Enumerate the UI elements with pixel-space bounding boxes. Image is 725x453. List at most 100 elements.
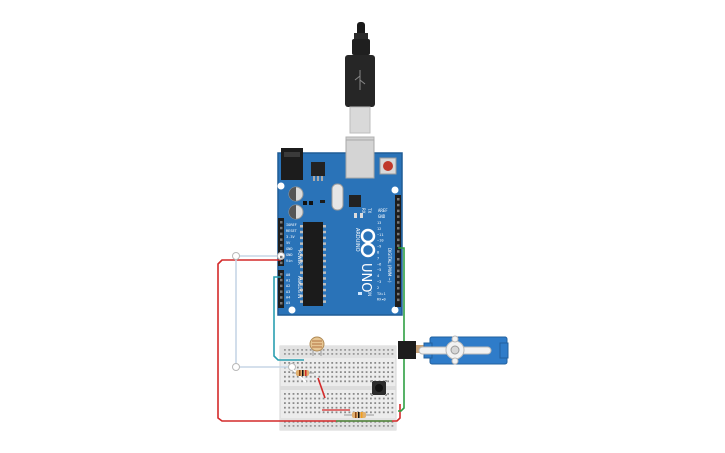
breadboard-hole[interactable] [318,353,321,355]
wire-red-5v[interactable] [217,259,401,422]
breadboard-hole[interactable] [335,402,338,404]
breadboard-hole[interactable] [322,425,325,427]
breadboard-hole[interactable] [284,397,286,400]
breadboard-hole[interactable] [314,406,316,409]
breadboard-hole[interactable] [378,366,381,369]
breadboard-hole[interactable] [382,349,385,351]
breadboard-hole[interactable] [370,353,372,355]
breadboard-hole[interactable] [352,353,355,355]
breadboard-hole[interactable] [344,353,346,355]
breadboard-hole[interactable] [374,375,377,378]
breadboard-hole[interactable] [339,393,342,395]
breadboard-hole[interactable] [348,425,351,427]
breadboard-hole[interactable] [365,397,368,400]
breadboard-hole[interactable] [292,380,295,383]
header-pin[interactable] [397,269,400,273]
breadboard-hole[interactable] [348,397,351,400]
breadboard-hole[interactable] [322,366,325,369]
breadboard-hole[interactable] [374,353,377,355]
breadboard-hole[interactable] [391,362,394,364]
breadboard-hole[interactable] [292,411,295,414]
breadboard-hole[interactable] [365,380,368,383]
breadboard-hole[interactable] [370,366,372,369]
breadboard-hole[interactable] [305,421,308,423]
breadboard-hole[interactable] [284,421,286,423]
breadboard-hole[interactable] [309,380,312,383]
breadboard-hole[interactable] [348,375,351,378]
wire-teal-a0[interactable] [273,276,304,361]
breadboard-hole[interactable] [378,406,381,409]
breadboard-hole[interactable] [374,402,377,404]
breadboard-hole[interactable] [361,375,364,378]
servo-horn[interactable] [418,335,492,365]
breadboard-hole[interactable] [365,411,368,414]
breadboard-hole[interactable] [335,411,338,414]
breadboard-hole[interactable] [284,393,286,395]
header-pin[interactable] [397,238,400,242]
breadboard-hole[interactable] [288,353,291,355]
breadboard-hole[interactable] [387,421,389,423]
breadboard-hole[interactable] [292,349,295,351]
header-pin[interactable] [280,296,283,299]
breadboard-hole[interactable] [374,362,377,364]
breadboard-hole[interactable] [331,406,334,409]
breadboard-hole[interactable] [365,349,368,351]
breadboard-hole[interactable] [352,397,355,400]
breadboard-hole[interactable] [292,402,295,404]
breadboard-hole[interactable] [327,353,329,355]
breadboard-hole[interactable] [352,349,355,351]
breadboard-hole[interactable] [370,375,372,378]
breadboard-hole[interactable] [378,397,381,400]
breadboard-hole[interactable] [339,375,342,378]
breadboard-hole[interactable] [339,397,342,400]
breadboard-hole[interactable] [335,366,338,369]
breadboard-hole[interactable] [339,371,342,373]
breadboard-hole[interactable] [378,411,381,414]
breadboard-hole[interactable] [301,425,303,427]
breadboard-hole[interactable] [370,421,372,423]
breadboard-hole[interactable] [318,371,321,373]
breadboard-hole[interactable] [335,397,338,400]
breadboard-hole[interactable] [288,402,291,404]
header-pin[interactable] [280,284,283,288]
breadboard-hole[interactable] [361,349,364,351]
breadboard-hole[interactable] [370,393,372,395]
breadboard-hole[interactable] [370,362,372,364]
breadboard-hole[interactable] [318,397,321,400]
breadboard-hole[interactable] [352,375,355,378]
breadboard-hole[interactable] [296,421,299,423]
breadboard-hole[interactable] [327,402,329,404]
breadboard-hole[interactable] [344,362,346,364]
header-pin[interactable] [280,290,283,293]
micro-servo[interactable] [398,335,509,365]
breadboard-hole[interactable] [305,353,308,355]
breadboard-hole[interactable] [305,362,308,364]
breadboard-hole[interactable] [357,362,359,364]
breadboard-hole[interactable] [318,366,321,369]
breadboard-hole[interactable] [361,425,364,427]
breadboard-hole[interactable] [352,362,355,364]
breadboard-hole[interactable] [318,393,321,395]
breadboard-hole[interactable] [344,421,346,423]
breadboard-hole[interactable] [305,375,308,378]
breadboard-hole[interactable] [374,406,377,409]
header-pin[interactable] [280,232,283,236]
header-pin[interactable] [280,302,283,305]
breadboard-hole[interactable] [391,380,394,383]
breadboard-hole[interactable] [284,411,286,414]
breadboard-hole[interactable] [301,375,303,378]
breadboard-hole[interactable] [296,362,299,364]
breadboard-hole[interactable] [309,349,312,351]
header-pin[interactable] [397,244,400,247]
breadboard-hole[interactable] [378,371,381,373]
breadboard-hole[interactable] [352,380,355,383]
breadboard-hole[interactable] [348,380,351,383]
breadboard-hole[interactable] [344,397,346,400]
breadboard-hole[interactable] [344,375,346,378]
header-pin[interactable] [397,275,400,278]
breadboard-hole[interactable] [391,402,394,404]
power-header[interactable] [278,218,284,266]
breadboard-hole[interactable] [301,393,303,395]
header-pin[interactable] [397,287,400,290]
breadboard-hole[interactable] [309,425,312,427]
